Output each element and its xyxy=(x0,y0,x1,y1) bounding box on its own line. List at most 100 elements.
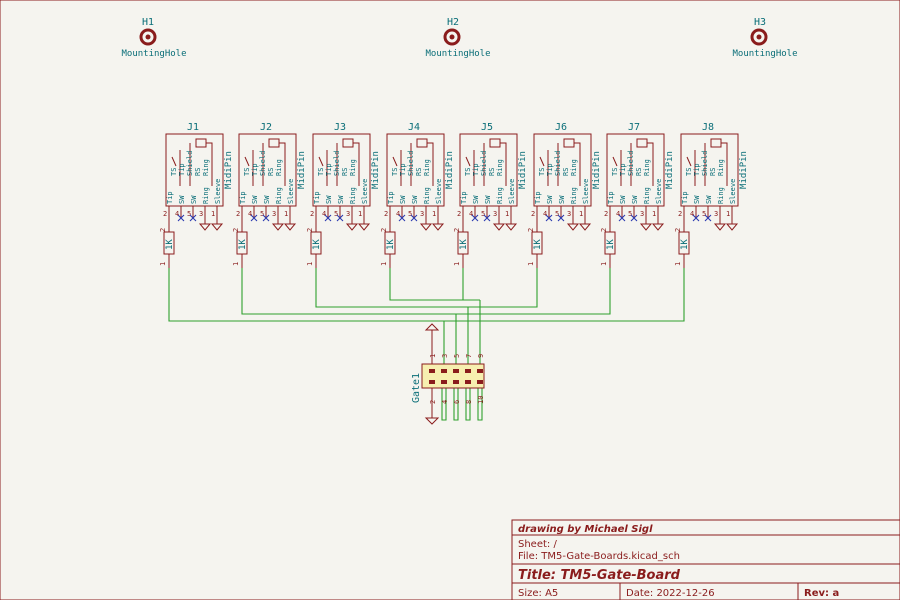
jack-pin-name: SW xyxy=(411,195,419,204)
jack-ref: J5 xyxy=(481,122,493,133)
jack-pin-number: 1 xyxy=(211,210,215,218)
resistor-pin-bottom: 1 xyxy=(306,262,314,266)
jack-top-name: Shield xyxy=(480,151,488,176)
jack-pin-name: SW xyxy=(251,195,259,204)
jack-pin-name: SW xyxy=(325,195,333,204)
jack-value: MidiPin xyxy=(739,151,749,189)
mounting-hole-h3[interactable]: H3 MountingHole xyxy=(732,17,797,59)
no-connect-mark xyxy=(692,214,700,222)
connector-pin-top: 7 xyxy=(465,354,473,358)
jack-pin-name: Tip xyxy=(681,191,689,204)
jack-socket xyxy=(489,138,501,148)
jack-body xyxy=(680,133,739,207)
no-connect-mark xyxy=(262,214,270,222)
net-wire xyxy=(462,268,480,301)
resistor-pin-bottom: 1 xyxy=(453,262,461,266)
resistor-value: 1K xyxy=(165,239,175,250)
gate1-ref: Gate1 xyxy=(411,373,422,403)
jack-pin-number: 3 xyxy=(714,210,718,218)
jack-pin-name: SW xyxy=(472,195,480,204)
jack-top-name: Ring xyxy=(349,159,357,176)
jack-pin-name: Sleeve xyxy=(361,179,369,204)
jack-top-name: RS xyxy=(488,168,496,176)
jack-body xyxy=(165,133,224,207)
net-wire xyxy=(315,268,468,308)
connector-pin-pad xyxy=(441,380,447,384)
jack-pin-number: 1 xyxy=(652,210,656,218)
bus-loop xyxy=(453,364,459,421)
jack-pin-number: 2 xyxy=(310,210,314,218)
jack-pin-number: 2 xyxy=(531,210,535,218)
jack-top-name: Ring xyxy=(202,159,210,176)
jack-pin-number: 4 xyxy=(396,210,400,218)
resistor-pin-top: 2 xyxy=(674,228,682,232)
jack-ref: J6 xyxy=(555,122,567,133)
jack-pin-name: Ring xyxy=(496,187,504,204)
jack-pin-name: Sleeve xyxy=(435,179,443,204)
ground-symbol xyxy=(198,223,212,231)
jack-value: MidiPin xyxy=(371,151,381,189)
net-wire xyxy=(444,268,685,322)
jack-pin-number: 4 xyxy=(690,210,694,218)
jack-pin-name: Tip xyxy=(460,191,468,204)
jack-pin-name: Tip xyxy=(313,191,321,204)
net-wire xyxy=(456,268,611,315)
jack-pin-number: 1 xyxy=(358,210,362,218)
mounting-hole-h1[interactable]: H1 MountingHole xyxy=(121,17,186,59)
jack-top-name: RS xyxy=(709,168,717,176)
connector-pin-bottom: 6 xyxy=(453,400,461,404)
ground-symbol xyxy=(725,223,739,231)
no-connect-mark xyxy=(545,214,553,222)
jack-body xyxy=(312,133,371,207)
jack-pin-number: 2 xyxy=(384,210,388,218)
jack-top-name: Tip xyxy=(178,163,186,176)
jack-value: MidiPin xyxy=(592,151,602,189)
jack-pin-number: 1 xyxy=(579,210,583,218)
jack-pin-number: 1 xyxy=(284,210,288,218)
ground-symbol xyxy=(357,223,371,231)
jack-value: MidiPin xyxy=(665,151,675,189)
jack-pin-number: 3 xyxy=(272,210,276,218)
jack-top-name: Ring xyxy=(717,159,725,176)
jack-pin-name: Ring xyxy=(275,187,283,204)
connector-pin-top: 1 xyxy=(429,354,437,358)
jack-contacts xyxy=(318,142,360,186)
net-wire xyxy=(468,268,538,308)
ground-symbol xyxy=(504,223,518,231)
ground-symbol xyxy=(578,223,592,231)
jack-pin-name: SW xyxy=(399,195,407,204)
jack-top-name: Shield xyxy=(259,151,267,176)
title-block-author: drawing by Michael Sigl xyxy=(518,524,653,535)
connector-pin-pad xyxy=(453,380,459,384)
jack-pin-number: 5 xyxy=(187,210,191,218)
jack-contacts xyxy=(392,142,434,186)
jack-contacts xyxy=(171,142,213,186)
ground-symbol xyxy=(651,223,665,231)
jack-pin-name: Ring xyxy=(349,187,357,204)
jack-top-name: TS xyxy=(391,168,399,176)
jack-pin-number: 3 xyxy=(493,210,497,218)
mounting-hole-h2[interactable]: H2 MountingHole xyxy=(425,17,490,59)
bus-loop xyxy=(477,364,483,421)
jack-pin-name: SW xyxy=(546,195,554,204)
jack-socket xyxy=(636,138,648,148)
jack-ref: J8 xyxy=(702,122,714,133)
jack-pin-name: Tip xyxy=(387,191,395,204)
